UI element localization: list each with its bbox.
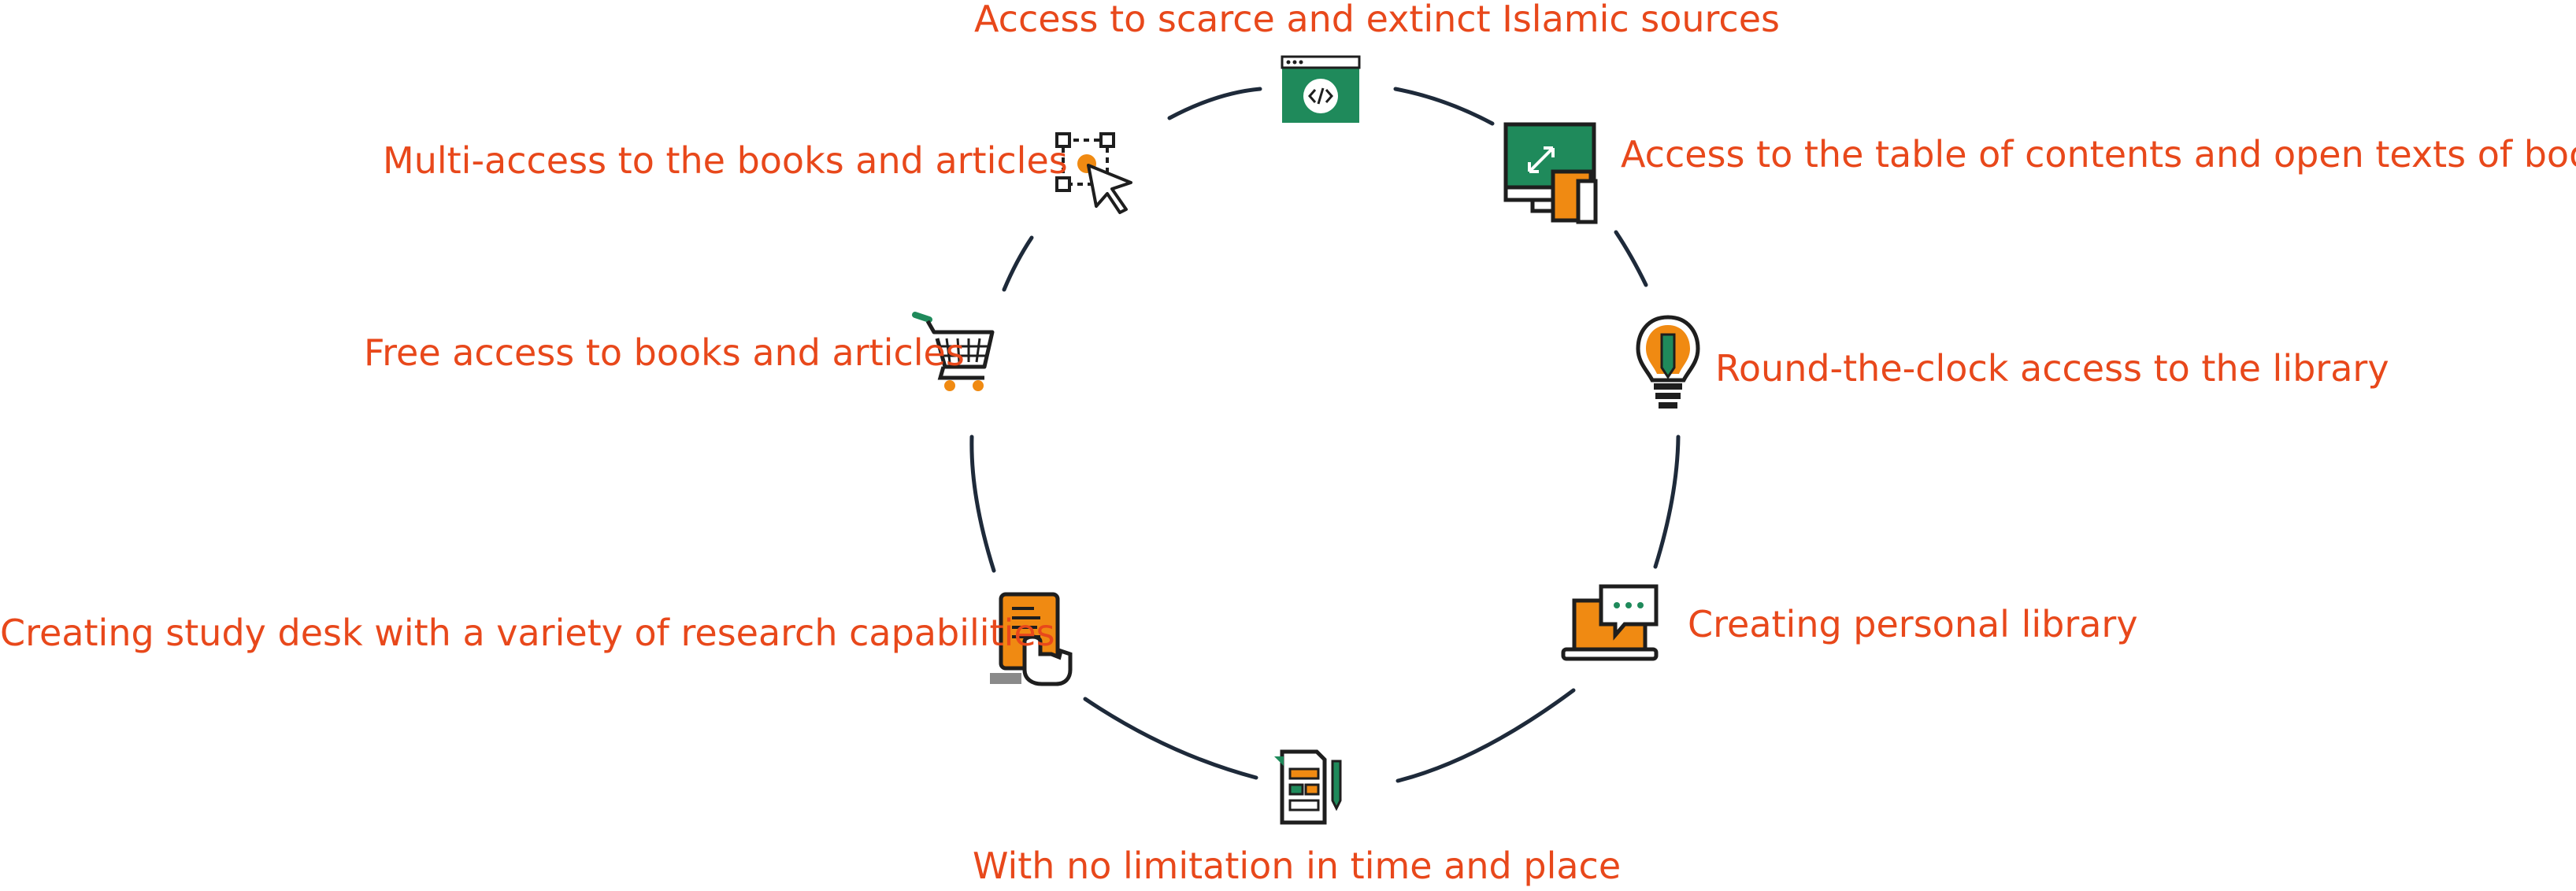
document-sitemap-icon xyxy=(1274,749,1342,825)
code-window-icon xyxy=(1281,55,1361,123)
multi-device-icon xyxy=(1503,122,1598,224)
ring-segment xyxy=(1653,434,1681,569)
feature-label-study-desk: Creating study desk with a variety of re… xyxy=(0,612,1055,654)
ring-segments xyxy=(969,87,1681,783)
feature-label-round-the-clock: Round-the-clock access to the library xyxy=(1715,347,2389,390)
feature-label-free-access: Free access to books and articles xyxy=(364,331,965,374)
laptop-chat-icon xyxy=(1561,584,1659,661)
ring-segment xyxy=(1002,235,1034,292)
ring-segment xyxy=(1393,87,1495,126)
ring-segment xyxy=(1167,87,1262,120)
shopping-cart-icon xyxy=(912,312,995,391)
feature-label-no-limitation: With no limitation in time and place xyxy=(973,845,1622,887)
ring-segment xyxy=(1614,230,1648,287)
tablet-hand-icon xyxy=(990,592,1073,686)
lightbulb-pencil-icon xyxy=(1636,315,1700,409)
select-cursor-icon xyxy=(1055,132,1132,214)
feature-label-table-of-contents: Access to the table of contents and open… xyxy=(1621,133,2576,176)
ring-segment xyxy=(1395,688,1576,783)
feature-label-personal-library: Creating personal library xyxy=(1688,603,2138,645)
ring-segment xyxy=(1083,697,1258,780)
feature-label-multi-access: Multi-access to the books and articles xyxy=(383,139,1068,182)
ring-segment xyxy=(969,434,996,573)
feature-label-scarce-sources: Access to scarce and extinct Islamic sou… xyxy=(974,0,1780,40)
